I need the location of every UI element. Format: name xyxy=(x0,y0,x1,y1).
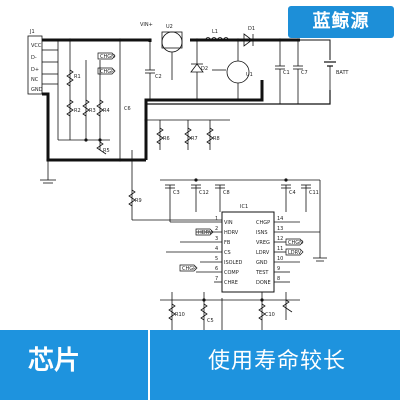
component-label: R8 xyxy=(213,136,220,142)
component-label: R1 xyxy=(74,74,81,80)
usb-connector-j1 xyxy=(27,35,43,95)
component-label: C3 xyxy=(173,190,180,196)
caption-left-text: 芯片 xyxy=(28,346,81,376)
net-label: HDRV xyxy=(198,230,213,236)
ic-pin-number: 10 xyxy=(277,256,283,262)
connector-pin-label: NC xyxy=(31,77,39,83)
ic-pin-number: 12 xyxy=(277,236,283,242)
ic-label: IC1 xyxy=(240,204,248,210)
connector-pin-label: D- xyxy=(31,55,37,61)
ic-pin-label: COMP xyxy=(224,270,239,276)
ic-pin-number: 7 xyxy=(215,276,218,282)
component-label: C1 xyxy=(283,70,290,76)
ic-pin-label: ISNS xyxy=(256,230,268,236)
ic-pin-label: CS xyxy=(224,250,231,256)
ic-pin-number: 8 xyxy=(277,276,280,282)
ic-pin-label: CHGP xyxy=(256,220,270,226)
ic-pin-number: 13 xyxy=(277,226,283,232)
ic-pin-label: GND xyxy=(256,260,268,266)
component-label: L1 xyxy=(212,29,218,35)
component-label: C5 xyxy=(207,318,214,324)
component-label: D2 xyxy=(201,66,208,72)
caption-right-text: 使用寿命较长 xyxy=(208,349,347,374)
ic-pin-number: 3 xyxy=(215,236,218,242)
component-label: C7 xyxy=(301,70,308,76)
brand-name: 蓝鲸源 xyxy=(312,11,370,32)
component-label: C2 xyxy=(155,74,162,80)
net-label: CHGP xyxy=(182,266,196,272)
ic-pin-label: FB xyxy=(224,240,231,246)
brand-logo-badge: 蓝鲸源 xyxy=(288,6,394,38)
connector-pin-label: VCC xyxy=(31,43,42,49)
component-label: C10 xyxy=(265,312,275,318)
ic-pin-number: 6 xyxy=(215,266,218,272)
ic-pin-number: 2 xyxy=(215,226,218,232)
ic-pin-number: 4 xyxy=(215,246,218,252)
ic-pin-label: ISOLED xyxy=(224,260,243,266)
component-label: C6 xyxy=(124,106,131,112)
caption-divider xyxy=(148,330,150,400)
ic-pin-label: CHRE xyxy=(224,280,238,286)
net-label: CHGP xyxy=(100,69,114,75)
ic-pin-label: VIN xyxy=(224,220,233,226)
component-label: R5 xyxy=(103,148,110,154)
ic-pin-number: 5 xyxy=(215,256,218,262)
ic-pin-number: 14 xyxy=(277,216,283,222)
component-label: R3 xyxy=(89,108,96,114)
component-label: C12 xyxy=(199,190,209,196)
circuit-schematic: J1 VCC D- D+ NC GND VIN+ BATT IC1 U2 L1 … xyxy=(27,22,349,330)
ic-pin-label: DONE xyxy=(256,280,271,286)
ic-pin-label: LDRV xyxy=(256,250,270,256)
vin-label: VIN+ xyxy=(140,22,153,28)
component-label: C8 xyxy=(223,190,230,196)
component-label: R6 xyxy=(163,136,170,142)
ic-pin-label: HDRV xyxy=(224,230,239,236)
ic-pin-number: 11 xyxy=(277,246,283,252)
ic-pin-number: 9 xyxy=(277,266,280,272)
component-label: C11 xyxy=(309,190,319,196)
component-label: C4 xyxy=(289,190,296,196)
connector-pin-label: D+ xyxy=(31,67,39,73)
component-label: D1 xyxy=(248,26,255,32)
component-label: R2 xyxy=(74,108,81,114)
ic-pin-label: VREG xyxy=(256,240,270,246)
component-label: R10 xyxy=(175,312,185,318)
component-label: U1 xyxy=(246,72,253,78)
connector-pin-label: GND xyxy=(31,87,43,93)
net-label: CHGN xyxy=(288,240,303,246)
component-label: U2 xyxy=(166,24,173,30)
connector-label: J1 xyxy=(29,29,35,35)
component-label: R9 xyxy=(135,198,142,204)
component-label: R7 xyxy=(191,136,198,142)
ic-pin-number: 1 xyxy=(215,216,218,222)
battery-label: BATT xyxy=(336,70,349,76)
caption-band xyxy=(0,330,400,400)
net-label: CHGN xyxy=(100,54,115,60)
component-label: R4 xyxy=(103,108,110,114)
net-label: LDRV xyxy=(288,250,302,256)
ic-pin-label: TEST xyxy=(255,270,269,276)
